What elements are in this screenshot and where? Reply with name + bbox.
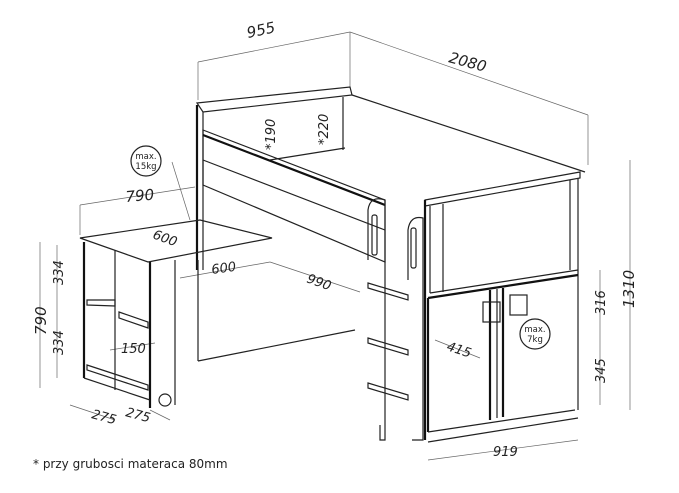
svg-text:max.: max. [135, 152, 156, 162]
load-label-desk: max. 15kg [130, 145, 162, 177]
footnote: * przy grubosci materaca 80mm [33, 457, 228, 471]
dim-cabinet-depth: 415 [445, 340, 473, 362]
dim-shelf-upper: 334 [52, 260, 67, 285]
dim-guard-190: *190 [264, 119, 279, 150]
bed-frame [195, 86, 586, 270]
svg-text:15kg: 15kg [135, 162, 156, 172]
dimension-lines [39, 31, 631, 461]
dim-desk-depth-under: 600 [210, 260, 237, 278]
dim-desk-extension: 990 [305, 272, 333, 295]
desk [79, 219, 356, 408]
dim-total-height: 1310 [620, 270, 638, 308]
dim-cabinet-width: 919 [493, 445, 518, 460]
dim-shelf-width-2: 275 [124, 405, 152, 426]
load-label-cabinet: max. 7kg [519, 318, 551, 350]
dim-shelf-width-1: 275 [90, 407, 118, 428]
svg-text:7kg: 7kg [527, 335, 543, 345]
dim-cabinet-upper: 316 [594, 290, 609, 315]
dim-shelf-lower: 334 [52, 330, 67, 355]
dim-bed-width: 955 [245, 18, 277, 42]
caster-icon [158, 393, 172, 407]
dim-guard-220: *220 [317, 114, 332, 145]
dim-shelf-depth: 150 [121, 342, 146, 357]
dim-desk-depth-top: 600 [151, 228, 179, 251]
dimension-labels: 955 2080 *190 *220 790 600 600 990 790 3… [32, 18, 638, 460]
ladder [367, 198, 424, 441]
dim-desk-length: 790 [125, 186, 155, 206]
dim-desk-height: 790 [32, 306, 50, 335]
cabinet [423, 171, 581, 443]
svg-text:max.: max. [524, 325, 545, 335]
dim-cabinet-lower: 345 [594, 358, 609, 383]
dim-bed-length: 2080 [447, 48, 489, 75]
